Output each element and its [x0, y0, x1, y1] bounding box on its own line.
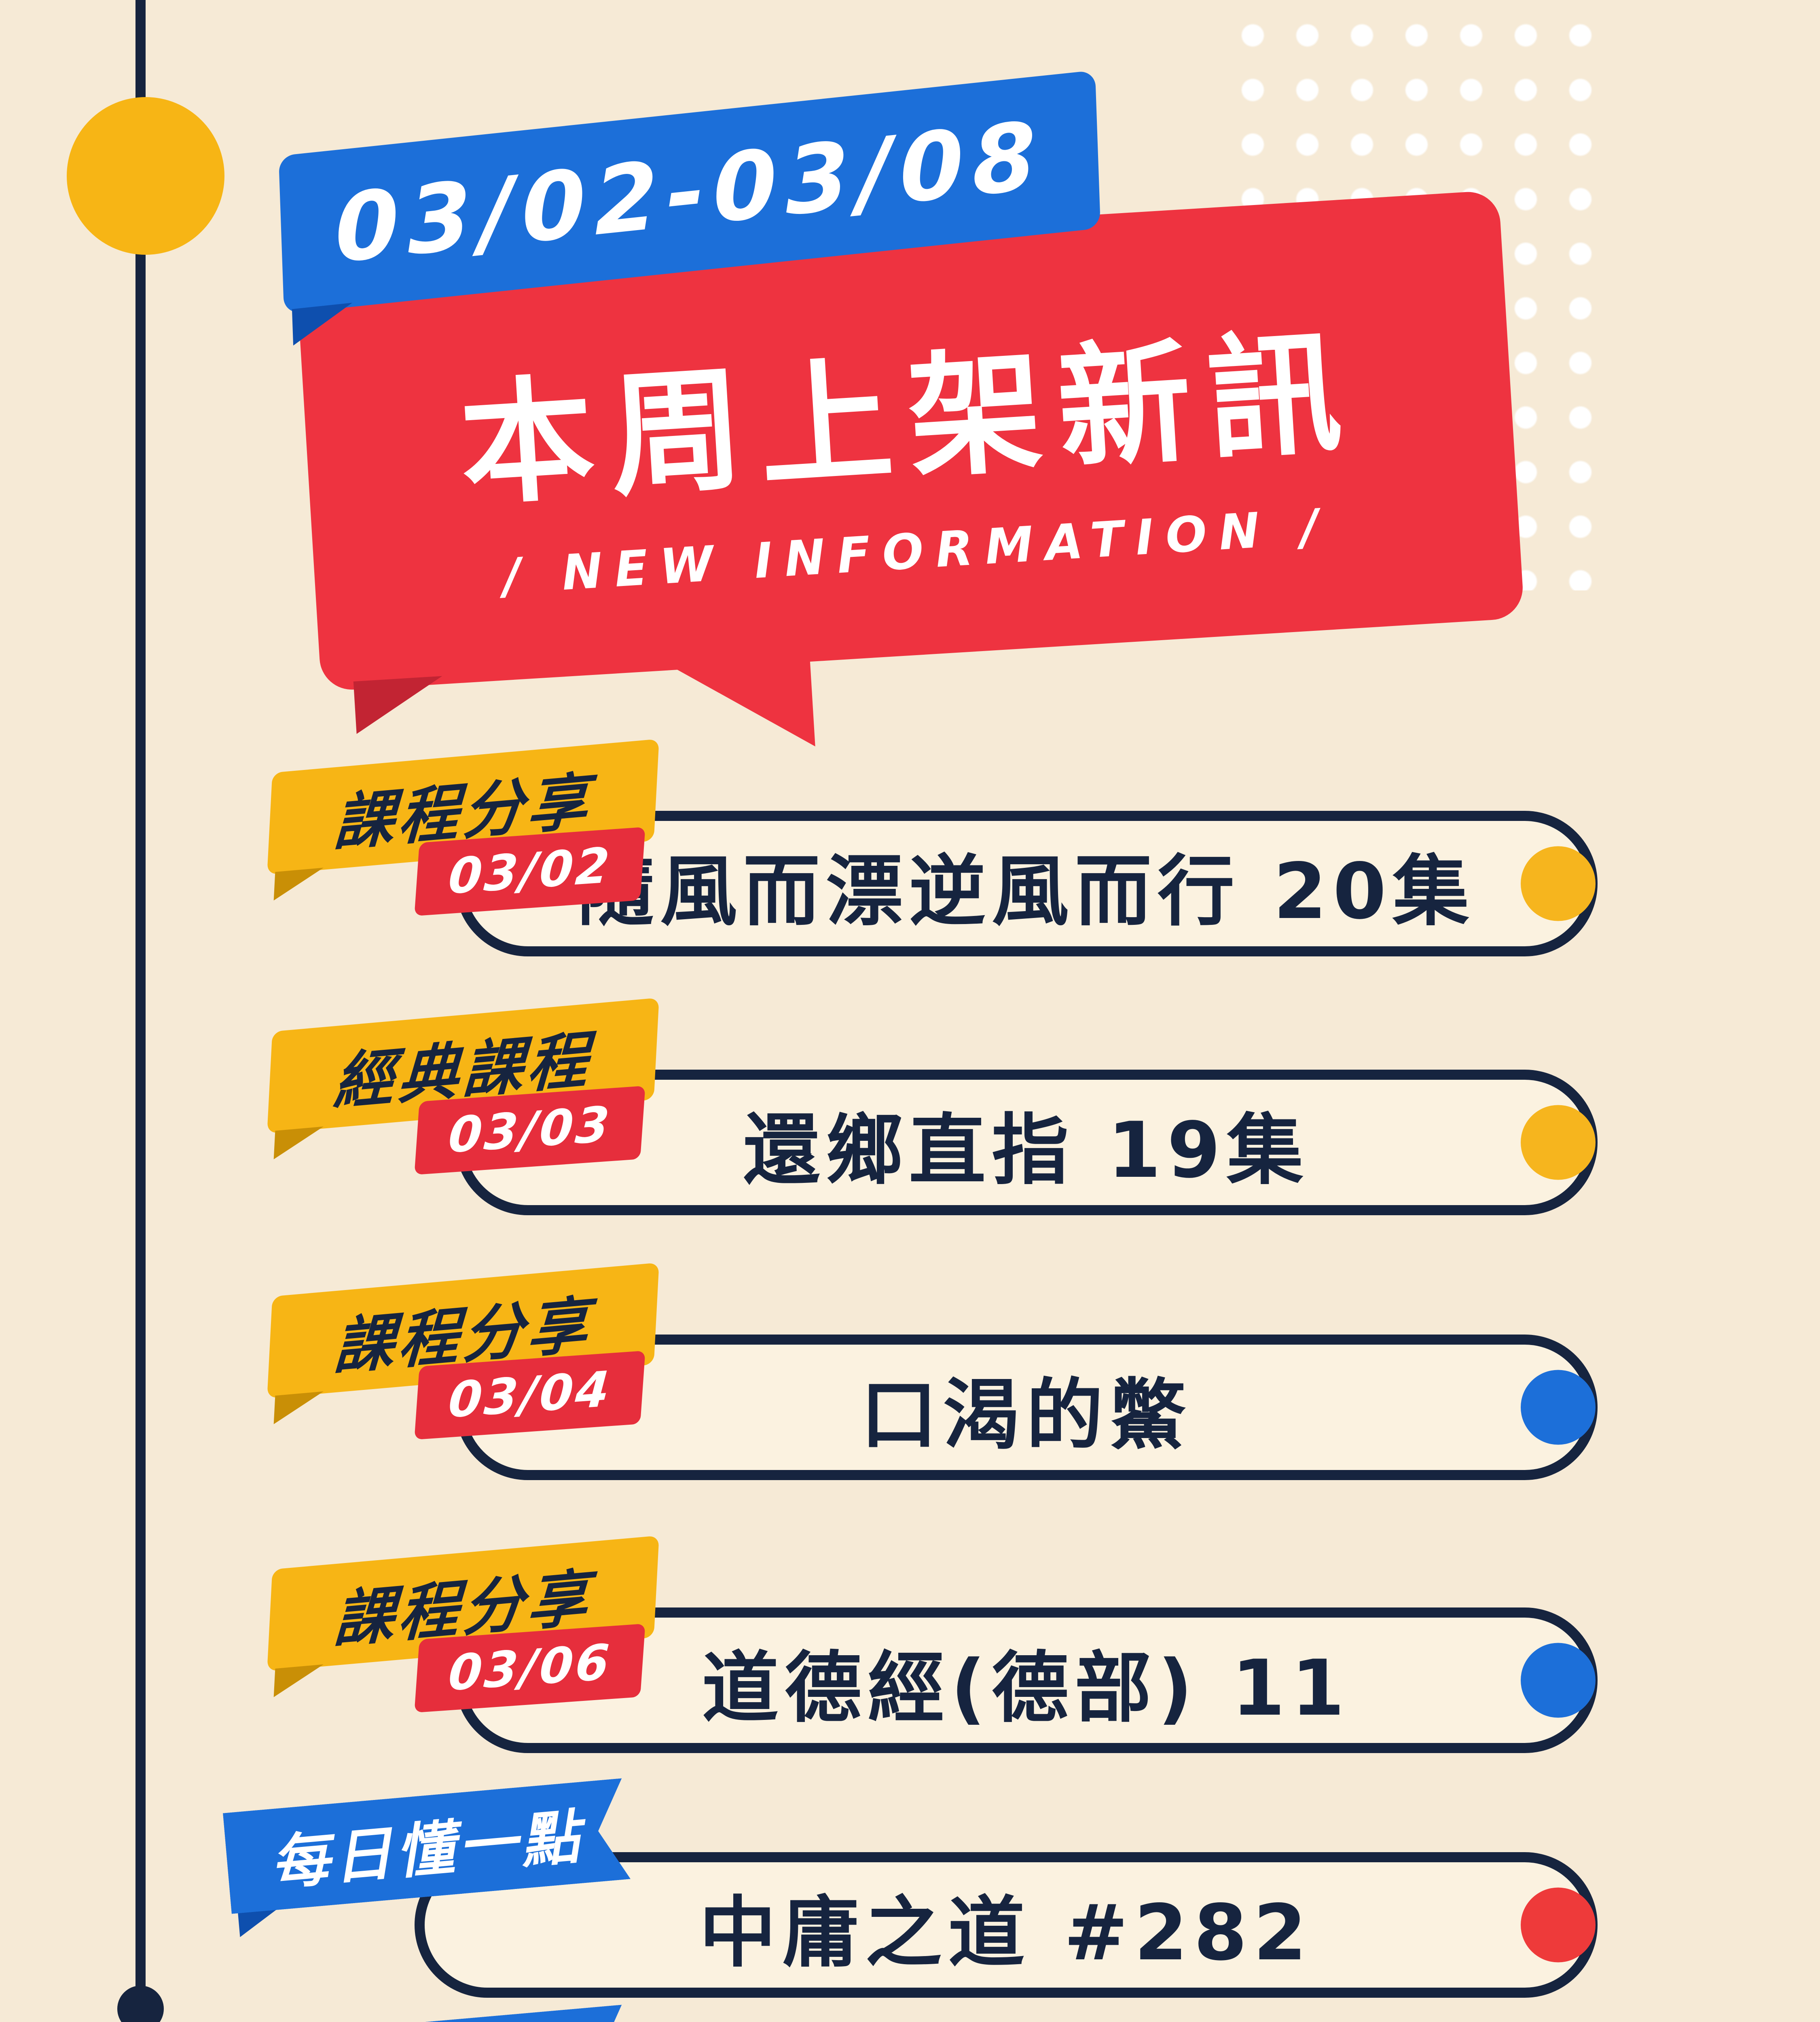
news-item: 道德經(德部) 11 課程分享 03/06: [0, 1536, 1820, 1753]
item-title: 口渴的鱉: [860, 1370, 1192, 1459]
line-dot: [117, 1986, 164, 2022]
top-left-yellow-circle: [67, 97, 224, 255]
news-item: 隨風而漂逆風而行 20集 課程分享 03/02: [0, 739, 1820, 956]
item-title: 隨風而漂逆風而行 20集: [577, 846, 1475, 935]
item-title: 中庸之道 #282: [699, 1887, 1313, 1977]
status-dot: [1521, 1887, 1596, 1963]
news-item: 口渴的鱉 課程分享 03/04: [0, 1263, 1820, 1480]
news-item: 還鄉直指 19集 經典課程 03/03: [0, 998, 1820, 1215]
status-dot: [1521, 1105, 1596, 1180]
left-vertical-line: [135, 0, 146, 2022]
banner-tail: [664, 654, 815, 755]
item-title: 還鄉直指 19集: [743, 1105, 1310, 1194]
page-title: 本周上架新訊: [456, 314, 1362, 525]
status-dot: [1521, 846, 1596, 921]
status-dot: [1521, 1370, 1596, 1445]
status-dot: [1521, 1643, 1596, 1718]
item-box: 中庸之道 #282: [415, 1852, 1598, 1998]
item-title: 道德經(德部) 11: [702, 1643, 1351, 1732]
news-item: 中庸之道 #282 每日懂一點: [0, 1852, 1820, 1998]
category-tag: 每日懂一點: [223, 2005, 631, 2022]
